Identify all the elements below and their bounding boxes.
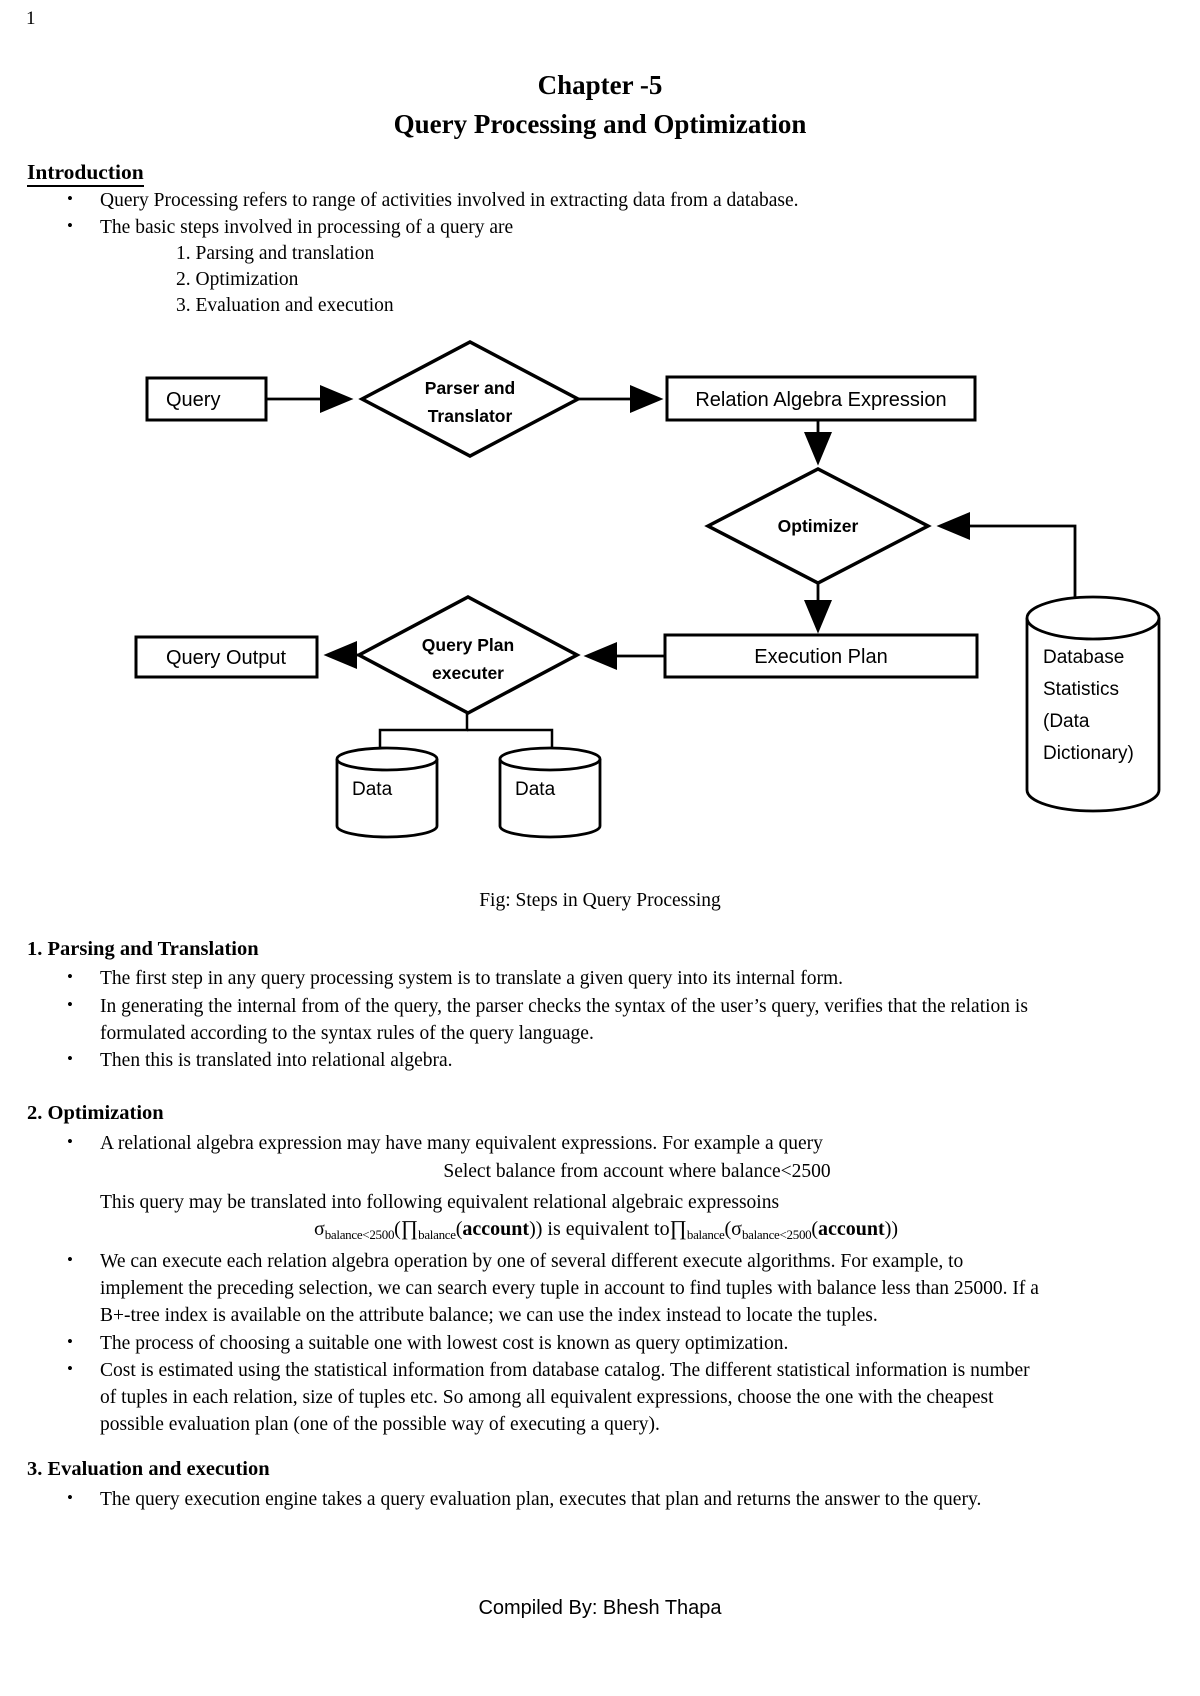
section2-plain-line: This query may be translated into follow… bbox=[100, 1192, 780, 1213]
introduction-heading: Introduction bbox=[27, 160, 144, 187]
parser-translator-diamond bbox=[358, 340, 582, 458]
chapter-title: Chapter -5 Query Processing and Optimiza… bbox=[0, 66, 1200, 144]
dbstats-label-line2: Statistics bbox=[1043, 679, 1119, 700]
optimizer-label: Optimizer bbox=[778, 516, 859, 536]
section2-bullet-2-line2: implement the preceding selection, we ca… bbox=[100, 1278, 1039, 1299]
relational-algebra-formula: σbalance<2500(∏balance(account)) is equi… bbox=[313, 1216, 899, 1242]
bullet-icon: • bbox=[67, 1049, 73, 1068]
page-number: 1 bbox=[26, 8, 36, 29]
data-cylinder-2: Data bbox=[498, 746, 602, 839]
query-output-label: Query Output bbox=[166, 647, 287, 669]
bullet-icon: • bbox=[67, 1132, 73, 1151]
data2-label: Data bbox=[515, 779, 556, 800]
bullet-icon: • bbox=[67, 967, 73, 986]
parser-label-line1: Parser and bbox=[425, 378, 515, 398]
query-plan-executer-diamond bbox=[355, 595, 581, 715]
connector-qpe-to-data1 bbox=[378, 713, 469, 750]
section1-bullet-3: •Then this is translated into relational… bbox=[67, 1049, 453, 1071]
section2-bullet-4-line3: possible evaluation plan (one of the pos… bbox=[100, 1414, 660, 1435]
database-statistics-cylinder: Database Statistics (Data Dictionary) bbox=[1025, 595, 1161, 813]
execution-plan-label: Execution Plan bbox=[754, 646, 887, 668]
relation-algebra-expression-box bbox=[665, 375, 977, 422]
intro-step-2: 2. Optimization bbox=[176, 269, 299, 290]
qpe-label-line1: Query Plan bbox=[422, 635, 514, 655]
optimizer-diamond bbox=[704, 467, 932, 585]
section2-heading: 2. Optimization bbox=[27, 1102, 164, 1124]
bullet-icon: • bbox=[67, 1250, 73, 1269]
section2-bullet-4-line2: of tuples in each relation, size of tupl… bbox=[100, 1387, 994, 1408]
bullet-icon: • bbox=[67, 1332, 73, 1351]
dbstats-label-line3: (Data bbox=[1043, 711, 1090, 732]
section2-bullet-2-line3: B+-tree index is available on the attrib… bbox=[100, 1305, 878, 1326]
qpe-label-line2: executer bbox=[432, 663, 504, 683]
section2-bullet-4-line1: •Cost is estimated using the statistical… bbox=[67, 1359, 1030, 1381]
execution-plan-box bbox=[663, 633, 979, 679]
intro-bullet-2: •The basic steps involved in processing … bbox=[67, 216, 514, 238]
bullet-icon: • bbox=[67, 1359, 73, 1378]
bullet-icon: • bbox=[67, 216, 73, 235]
bullet-icon: • bbox=[67, 1488, 73, 1507]
section2-bullet-2-line1: •We can execute each relation algebra op… bbox=[67, 1250, 964, 1272]
chapter-title-line2: Query Processing and Optimization bbox=[393, 109, 807, 139]
rae-box-label: Relation Algebra Expression bbox=[695, 389, 946, 411]
chapter-title-line1: Chapter -5 bbox=[537, 70, 663, 100]
query-output-box bbox=[134, 635, 319, 679]
figure-caption: Fig: Steps in Query Processing bbox=[479, 890, 721, 911]
section3-heading: 3. Evaluation and execution bbox=[27, 1458, 270, 1480]
intro-bullet-1: •Query Processing refers to range of act… bbox=[67, 189, 799, 211]
query-box-label: Query bbox=[166, 389, 220, 411]
section3-bullet-1: •The query execution engine takes a quer… bbox=[67, 1488, 982, 1510]
dbstats-label-line4: Dictionary) bbox=[1043, 743, 1134, 764]
bullet-icon: • bbox=[67, 189, 73, 208]
parser-label-line2: Translator bbox=[428, 406, 513, 426]
section1-bullet-1: •The first step in any query processing … bbox=[67, 967, 843, 989]
intro-step-1: 1. Parsing and translation bbox=[176, 243, 375, 264]
bullet-icon: • bbox=[67, 995, 73, 1014]
section2-bullet-3: •The process of choosing a suitable one … bbox=[67, 1332, 789, 1354]
data1-label: Data bbox=[352, 779, 393, 800]
section1-bullet-2-line1: •In generating the internal from of the … bbox=[67, 995, 1028, 1017]
arrow-dbstats-to-optimizer bbox=[936, 512, 1077, 600]
dbstats-label-line1: Database bbox=[1043, 647, 1124, 668]
compiled-by-footer: Compiled By: Bhesh Thapa bbox=[478, 1597, 722, 1619]
section1-heading: 1. Parsing and Translation bbox=[27, 938, 259, 960]
intro-step-3: 3. Evaluation and execution bbox=[176, 295, 394, 316]
section2-bullet-1: •A relational algebra expression may hav… bbox=[67, 1132, 823, 1154]
connector-qpe-to-data2 bbox=[467, 728, 554, 750]
section1-bullet-2-line2: formulated according to the syntax rules… bbox=[100, 1023, 594, 1044]
data-cylinder-1: Data bbox=[335, 746, 439, 839]
section2-query-example: Select balance from account where balanc… bbox=[443, 1161, 831, 1182]
